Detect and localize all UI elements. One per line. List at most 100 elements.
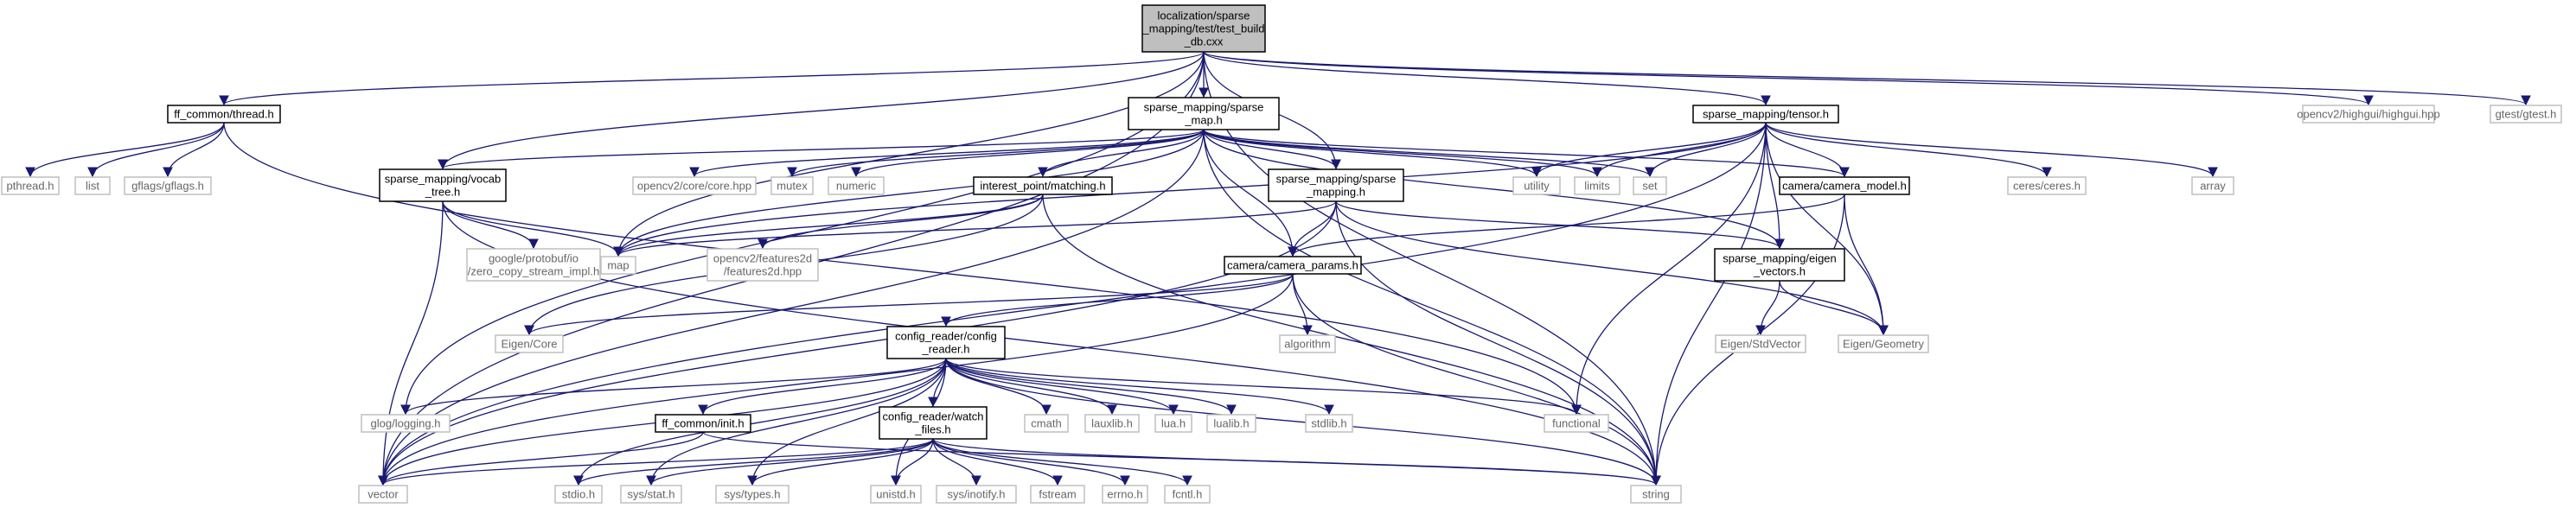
node-label: /features2d.hpp bbox=[724, 265, 802, 278]
node-algorithm: algorithm bbox=[1279, 334, 1336, 353]
edge-line bbox=[1203, 129, 1661, 486]
node-vector: vector bbox=[358, 485, 408, 504]
node-opencv-core: opencv2/core/core.hpp bbox=[632, 176, 757, 195]
node-camera-model[interactable]: camera/camera_model.h bbox=[1779, 176, 1910, 195]
node-limits: limits bbox=[1574, 176, 1620, 195]
edge-line bbox=[945, 358, 1334, 416]
node-set: set bbox=[1633, 176, 1667, 195]
node-box bbox=[632, 176, 757, 195]
edge-line bbox=[1844, 194, 1889, 336]
edge-line bbox=[787, 129, 1205, 178]
node-box bbox=[1779, 176, 1910, 195]
node-mutex: mutex bbox=[770, 176, 814, 195]
edge-line bbox=[524, 273, 1294, 336]
node-camera-params[interactable]: camera/camera_params.h bbox=[1224, 256, 1362, 275]
edge-line bbox=[223, 122, 1582, 416]
node-root[interactable]: localization/sparse_mapping/test/test_bu… bbox=[1141, 4, 1266, 53]
edge-interest-point-to-features2d bbox=[757, 194, 1044, 250]
edge-line bbox=[1335, 200, 1785, 250]
node-gtest: gtest/gtest.h bbox=[2490, 105, 2562, 124]
edge-root-to-string bbox=[1203, 51, 1661, 486]
node-box bbox=[2007, 176, 2087, 195]
edge-ff-thread-to-pthread bbox=[25, 122, 225, 178]
node-box bbox=[554, 485, 603, 504]
node-box bbox=[358, 485, 408, 504]
node-interest-point[interactable]: interest_point/matching.h bbox=[973, 176, 1113, 195]
node-sparse-mapping-h[interactable]: sparse_mapping/sparse_mapping.h bbox=[1268, 168, 1404, 202]
node-label: numeric bbox=[836, 180, 877, 193]
node-ff-init[interactable]: ff_common/init.h bbox=[655, 414, 751, 433]
edge-line bbox=[613, 129, 1205, 257]
edge-line bbox=[438, 129, 1205, 170]
node-box bbox=[886, 326, 1006, 359]
node-label: array bbox=[2200, 180, 2226, 193]
node-config-reader[interactable]: config_reader/config_reader.h bbox=[886, 326, 1006, 359]
node-label: unistd.h bbox=[876, 488, 916, 501]
edge-line bbox=[400, 358, 947, 416]
node-label: fcntl.h bbox=[1173, 488, 1203, 501]
edge-line bbox=[613, 51, 1205, 257]
edge-line bbox=[891, 438, 934, 486]
node-label: cmath bbox=[1031, 417, 1061, 430]
node-lauxlib: lauxlib.h bbox=[1084, 414, 1140, 433]
edge-watch-files-to-fstream bbox=[932, 438, 1063, 486]
edge-config-reader-to-cmath bbox=[945, 358, 1051, 416]
edge-line bbox=[1203, 129, 1655, 178]
edge-line bbox=[442, 200, 623, 257]
node-vocab-tree[interactable]: sparse_mapping/vocab_tree.h bbox=[379, 168, 507, 202]
edge-line bbox=[1765, 122, 1889, 336]
node-label: stdio.h bbox=[562, 488, 595, 501]
node-label: lauxlib.h bbox=[1091, 417, 1133, 430]
edge-interest-point-to-map bbox=[613, 194, 1044, 257]
node-unistd: unistd.h bbox=[870, 485, 922, 504]
node-utility: utility bbox=[1512, 176, 1561, 195]
edge-sparse-map-to-camera-params bbox=[1203, 129, 1298, 257]
node-label: stdlib.h bbox=[1311, 417, 1346, 430]
node-cmath: cmath bbox=[1024, 414, 1069, 433]
edge-sparse-map-to-vocab-tree bbox=[438, 129, 1205, 170]
edge-sparse-map-to-opencv-core bbox=[689, 129, 1205, 178]
node-box bbox=[1838, 334, 1929, 353]
edge-line bbox=[573, 358, 947, 486]
node-label: interest_point/matching.h bbox=[980, 180, 1105, 193]
node-label: localization/sparse bbox=[1158, 10, 1250, 22]
node-label: ceres/ceres.h bbox=[2013, 180, 2081, 193]
edge-line bbox=[1292, 273, 1661, 486]
edge-config-reader-to-glog bbox=[400, 358, 947, 416]
edge-line bbox=[378, 438, 934, 486]
edge-line bbox=[1779, 280, 1889, 336]
node-label: mutex bbox=[777, 180, 808, 193]
node-label: sparse_mapping/vocab bbox=[385, 173, 501, 186]
node-ceres: ceres/ceres.h bbox=[2007, 176, 2087, 195]
edge-line bbox=[1765, 122, 1850, 178]
node-eigen-vectors[interactable]: sparse_mapping/eigen_vectors.h bbox=[1714, 248, 1845, 282]
node-ff-thread[interactable]: ff_common/thread.h bbox=[167, 105, 281, 124]
node-map: map bbox=[600, 256, 636, 275]
edge-sparse-map-to-eigen-vectors bbox=[1203, 129, 1785, 250]
edge-line bbox=[573, 438, 934, 486]
node-box bbox=[1128, 97, 1280, 130]
node-highgui: opencv2/highgui/highgui.hpp bbox=[2297, 105, 2440, 124]
edge-camera-model-to-eigen-geometry bbox=[1844, 194, 1889, 336]
node-tensor[interactable]: sparse_mapping/tensor.h bbox=[1692, 105, 1839, 124]
node-box bbox=[1544, 414, 1609, 433]
edge-line bbox=[613, 200, 1337, 257]
edge-root-to-tensor bbox=[1203, 51, 1771, 106]
edge-line bbox=[378, 200, 444, 486]
node-box bbox=[1, 176, 60, 195]
edge-tensor-to-string bbox=[1651, 122, 1767, 486]
node-label: _tree.h bbox=[425, 186, 460, 199]
edge-root-to-ff-thread bbox=[219, 51, 1205, 106]
edge-config-reader-to-stdlib bbox=[945, 358, 1334, 416]
node-sparse-map[interactable]: sparse_mapping/sparse_map.h bbox=[1128, 97, 1280, 130]
edge-watch-files-to-sys-types bbox=[747, 438, 934, 486]
node-lualib: lualib.h bbox=[1206, 414, 1256, 433]
node-watch-files[interactable]: config_reader/watch_files.h bbox=[879, 406, 988, 440]
edge-ff-thread-to-functional bbox=[223, 122, 1582, 416]
node-label: map bbox=[607, 259, 629, 272]
edge-line bbox=[932, 438, 981, 486]
edge-line bbox=[932, 438, 1661, 486]
edge-watch-files-to-vector bbox=[378, 438, 934, 486]
node-box bbox=[74, 176, 111, 195]
node-gflags: gflags/gflags.h bbox=[124, 176, 212, 195]
